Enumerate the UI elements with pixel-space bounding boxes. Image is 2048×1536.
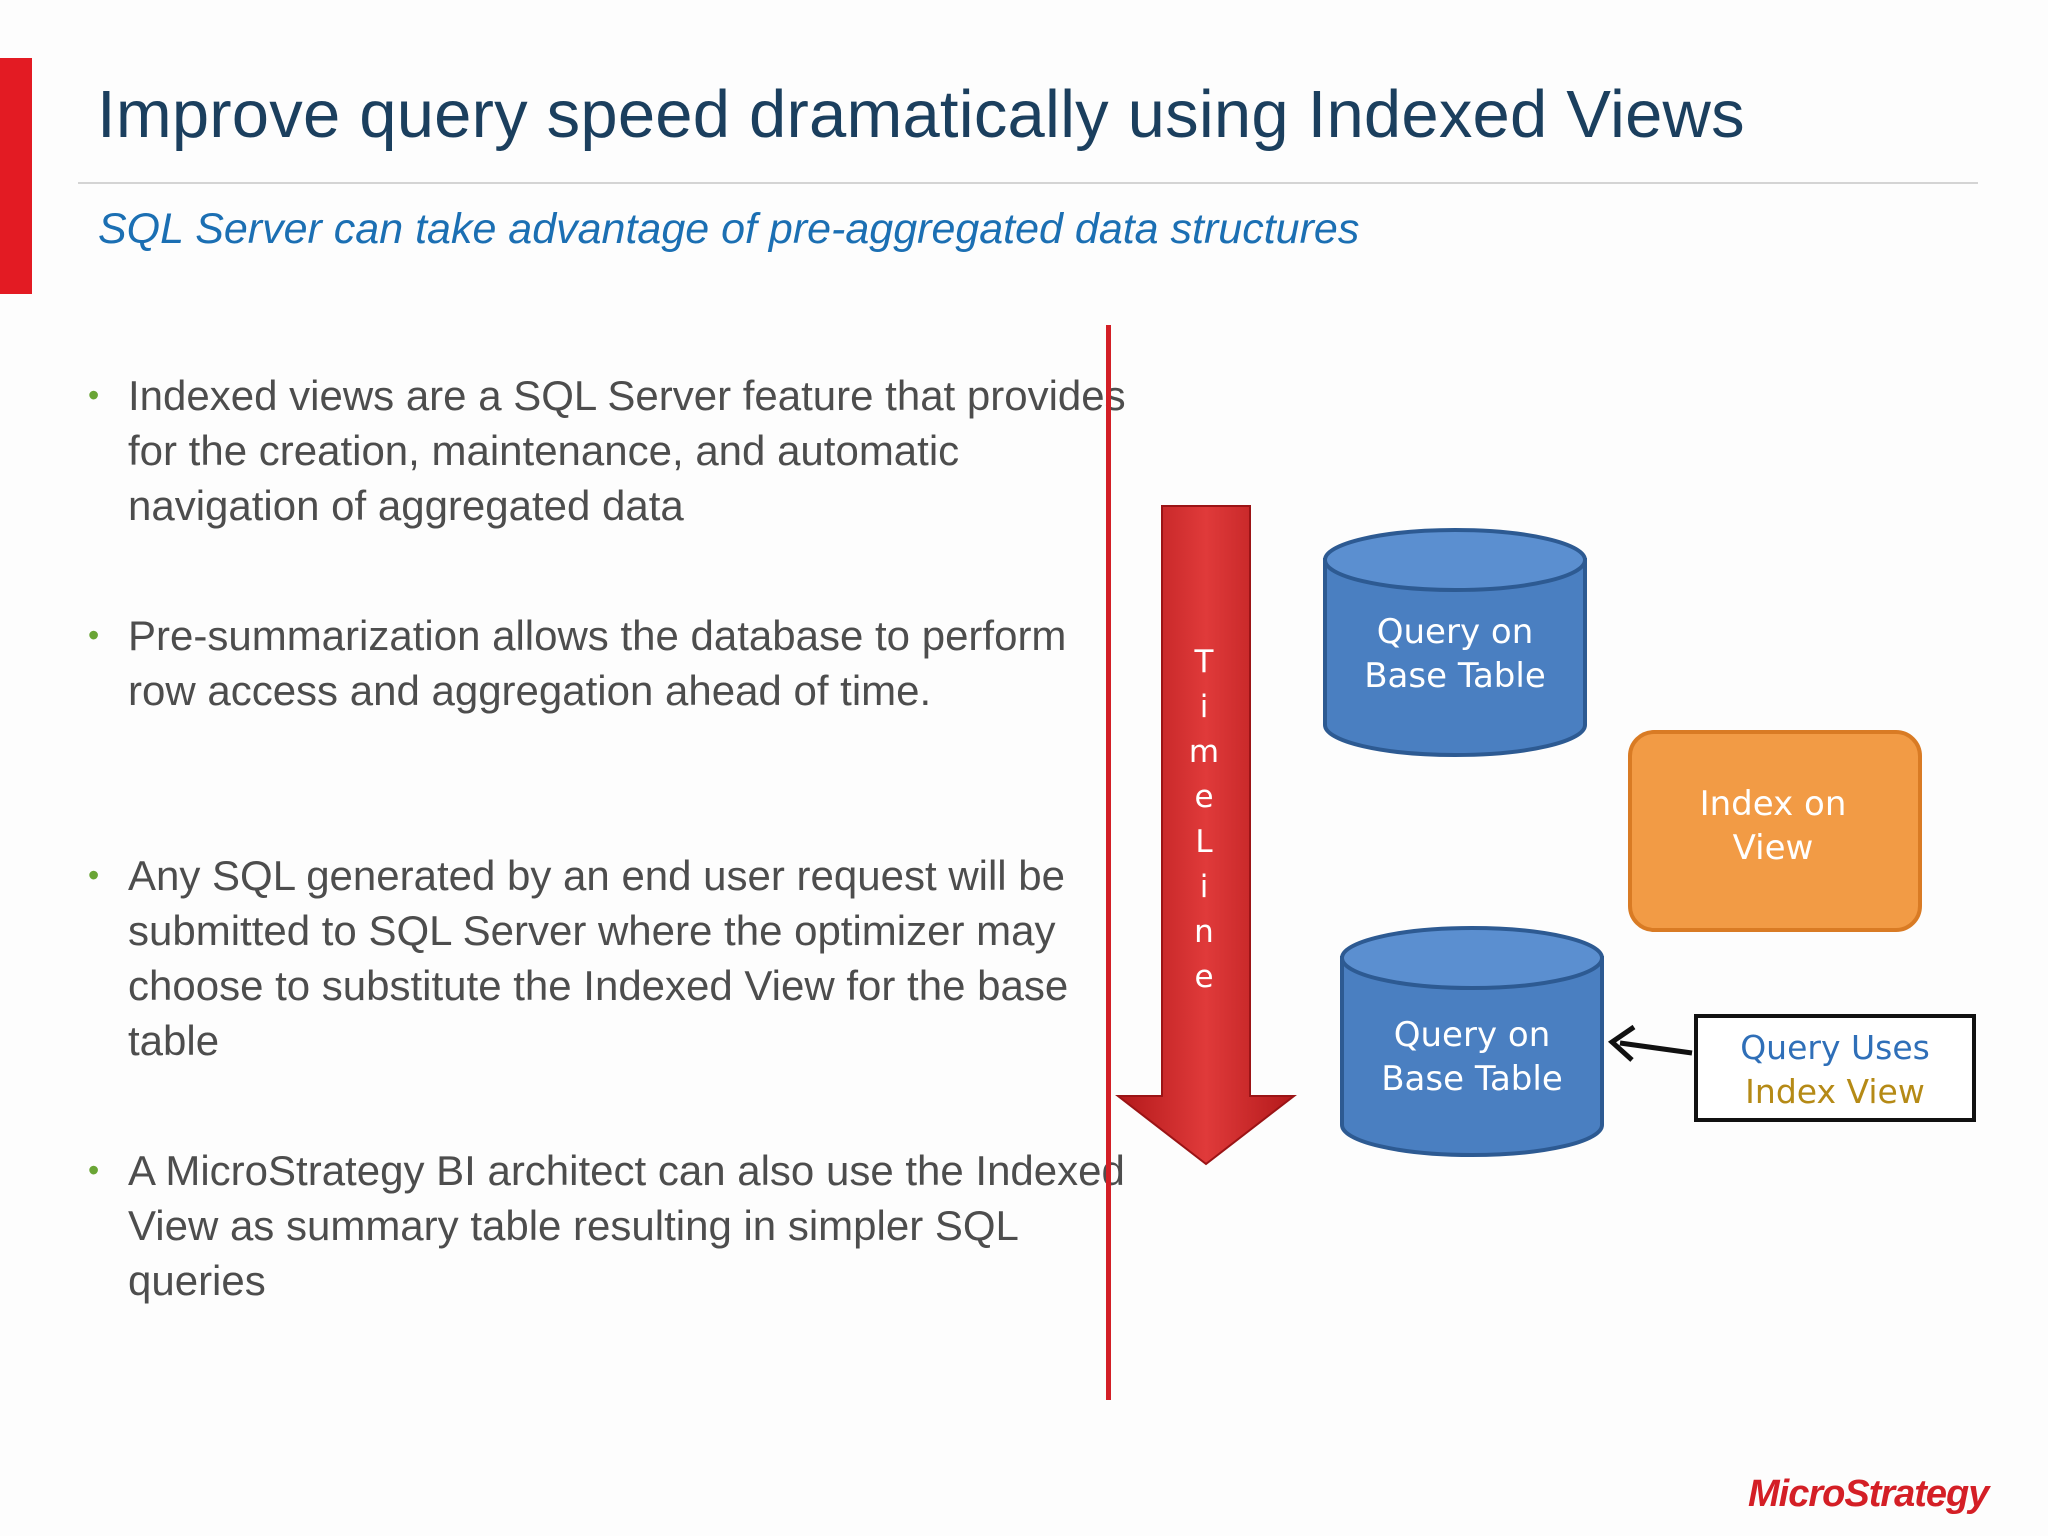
bullet-text: Pre-summarization allows the database to… [128,612,1067,714]
cylinder-top-label: Query on Base Table [1325,610,1585,698]
orange-box-line1: Index on [1699,784,1847,824]
cylinder-top-line1: Query on [1376,612,1534,652]
bullet-dot-icon: • [88,857,100,893]
diagram-graphics [1115,505,1922,1166]
timeline-letter: e [1194,959,1214,995]
cylinder-top-icon [1323,528,1587,757]
cylinder-bottom-label: Query on Base Table [1342,1013,1602,1101]
bullet-text: Any SQL generated by an end user request… [128,852,1069,1064]
timeline-diagram: T i m e L i n e Query on Base Table Inde… [1100,480,2020,1220]
callout-line1: Query Uses [1740,1028,1930,1067]
microstrategy-logo: MicroStrategy [1744,1466,2034,1518]
vertical-divider [1106,325,1111,1400]
title-divider [78,182,1978,184]
svg-text:MicroStrategy: MicroStrategy [1748,1473,1991,1515]
cylinder-top-line2: Base Table [1364,656,1546,696]
logo-graphic: MicroStrategy [1748,1473,1992,1515]
timeline-arrow-icon [1115,505,1297,1166]
bullet-item: • Any SQL generated by an end user reque… [88,848,1138,1068]
orange-box-label: Index on View [1628,782,1918,870]
slide-subtitle: SQL Server can take advantage of pre-agg… [98,205,1360,253]
timeline-letter: m [1188,734,1220,770]
bullet-item: • A MicroStrategy BI architect can also … [88,1143,1138,1308]
cylinder-bottom-line1: Query on [1393,1015,1551,1055]
pointer-arrow-icon [1607,1024,1693,1062]
slide-title: Improve query speed dramatically using I… [97,77,1745,152]
bullet-item: • Indexed views are a SQL Server feature… [88,368,1138,533]
bullet-text: A MicroStrategy BI architect can also us… [128,1147,1125,1304]
callout-box: Query Uses Index View [1694,1014,1976,1122]
bullet-dot-icon: • [88,377,100,413]
timeline-letter: T [1194,644,1214,680]
timeline-label: T i m e L i n e [1180,640,1228,1000]
timeline-letter: n [1194,914,1214,950]
callout-line2: Index View [1745,1072,1925,1111]
timeline-letter: i [1199,689,1209,725]
timeline-letter: i [1199,869,1209,905]
accent-bar [0,58,32,294]
bullet-dot-icon: • [88,1152,100,1188]
bullet-item: • Pre-summarization allows the database … [88,608,1138,718]
timeline-letter: L [1195,824,1213,860]
timeline-letter: e [1194,779,1214,815]
bullet-text: Indexed views are a SQL Server feature t… [128,372,1126,529]
cylinder-bottom-line2: Base Table [1381,1059,1563,1099]
bullet-dot-icon: • [88,617,100,653]
orange-box-icon [1628,730,1922,932]
orange-box-line2: View [1732,828,1814,868]
cylinder-bottom-icon [1340,926,1604,1157]
